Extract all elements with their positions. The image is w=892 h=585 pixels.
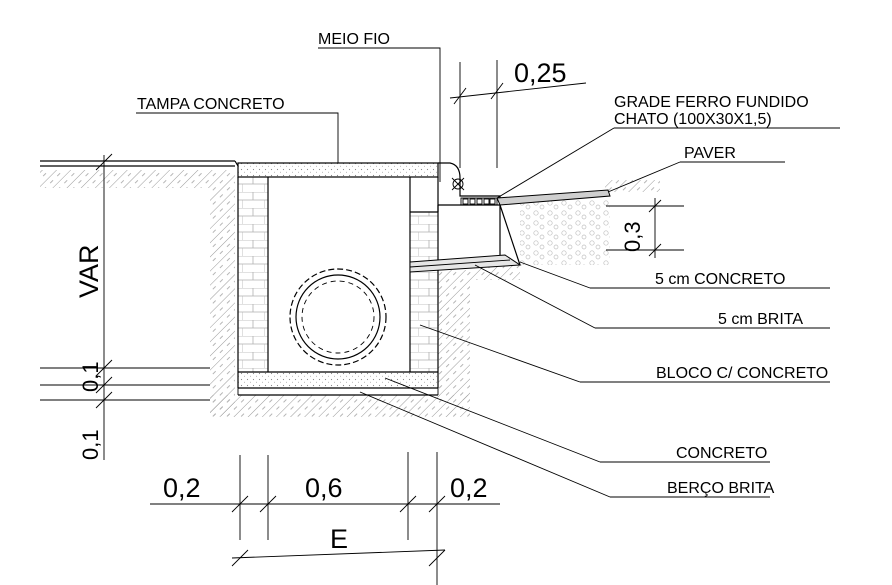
gravel-fill — [520, 200, 610, 265]
dimension-lines — [40, 60, 684, 585]
curb-symbol — [452, 178, 464, 190]
concrete-base-fill — [238, 372, 438, 388]
cover-fill — [238, 163, 438, 177]
grate — [460, 197, 498, 206]
label-berco-brita: BERÇO BRITA — [667, 480, 775, 497]
ground-lines — [40, 160, 239, 167]
dim-e: E — [330, 524, 348, 554]
label-concreto: CONCRETO — [676, 445, 767, 462]
channel — [409, 204, 522, 273]
curb — [438, 162, 501, 206]
box-structure — [237, 162, 439, 396]
paver — [496, 189, 611, 206]
leader-lines — [136, 47, 840, 498]
left-brick-wall — [238, 177, 268, 372]
dim-0-1-lower: 0,1 — [78, 429, 103, 460]
pipe — [289, 268, 387, 366]
label-meio-fio: MEIO FIO — [318, 31, 390, 48]
dim-0-2-right: 0,2 — [450, 473, 488, 503]
dim-0-3: 0,3 — [620, 221, 645, 252]
label-grade-line2: CHATO (100X30X1,5) — [614, 111, 772, 128]
label-bloco: BLOCO C/ CONCRETO — [656, 365, 828, 382]
soil-hatch — [40, 170, 660, 417]
label-grade-line1: GRADE FERRO FUNDIDO — [614, 94, 809, 111]
label-tampa-concreto: TAMPA CONCRETO — [137, 96, 285, 113]
dim-0-1-upper: 0,1 — [78, 361, 103, 392]
dim-0-2-left: 0,2 — [163, 473, 201, 503]
right-brick-wall — [410, 212, 438, 372]
label-paver: PAVER — [684, 145, 736, 162]
label-5cm-concreto: 5 cm CONCRETO — [655, 271, 785, 288]
dim-0-6: 0,6 — [305, 473, 343, 503]
label-5cm-brita: 5 cm BRITA — [718, 311, 803, 328]
dim-var: VAR — [74, 244, 104, 298]
dim-0-25: 0,25 — [514, 58, 567, 88]
